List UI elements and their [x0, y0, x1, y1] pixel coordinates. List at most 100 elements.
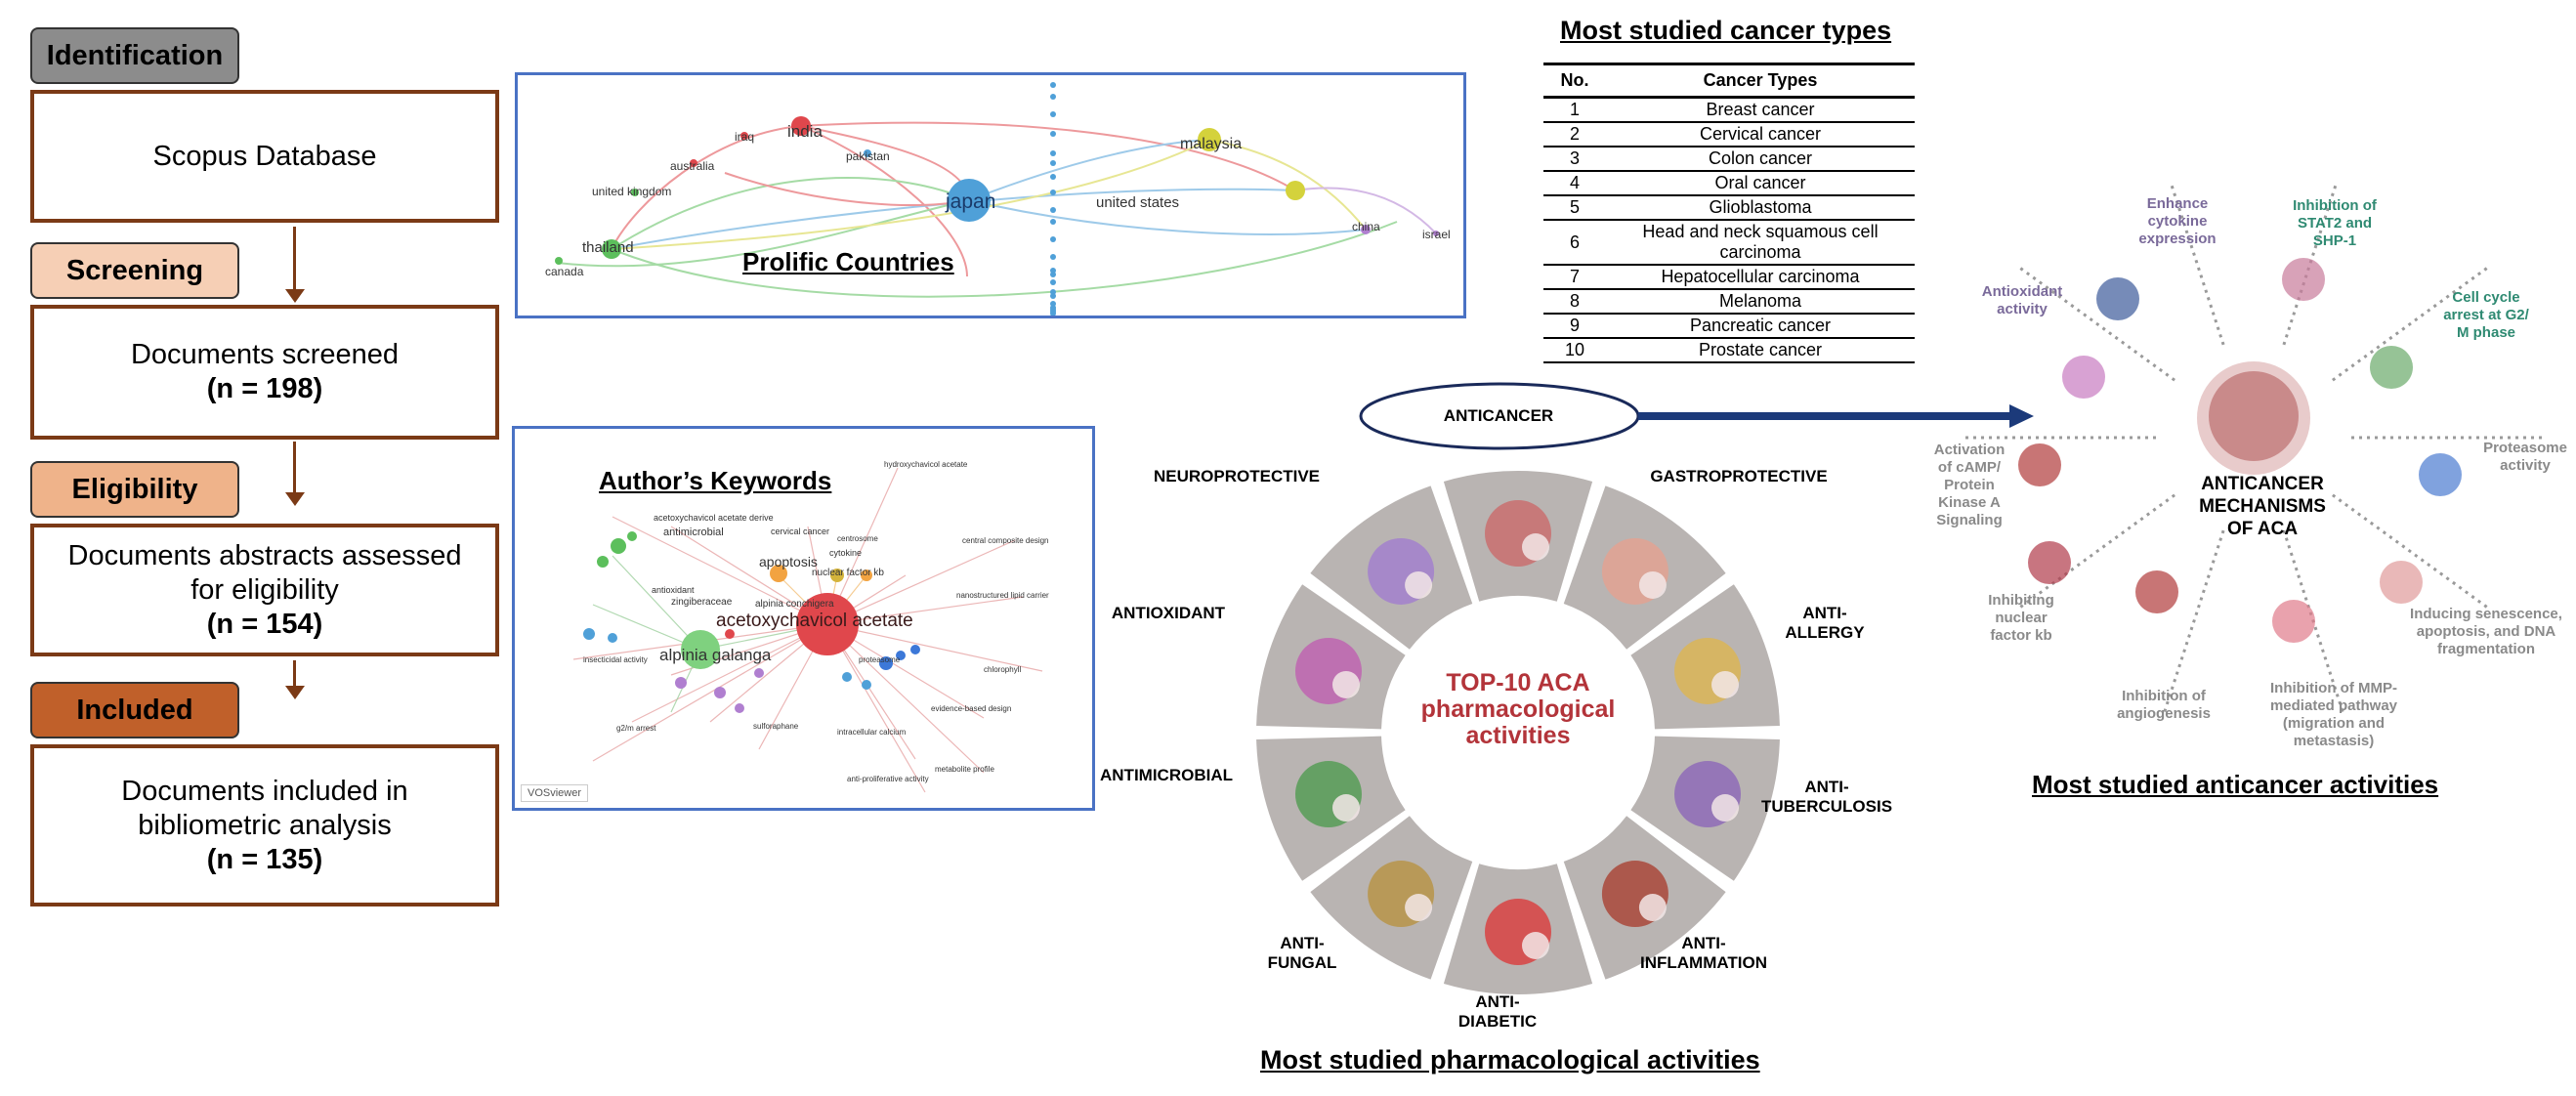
keyword-label: nuclear factor kb [812, 568, 884, 578]
prisma-box-text: Documents abstracts assessed [67, 539, 462, 571]
vosviewer-logo-text: VOSviewer [528, 787, 582, 799]
keyword-label: sulforaphane [753, 722, 799, 731]
mechanism-cytokine: Enhance cytokine expression [2138, 195, 2217, 247]
wheel-label-anti-inflammation: ANTI- INFLAMMATION [1640, 934, 1767, 972]
mechanism-icon [2380, 561, 2423, 604]
mechanism-divider [2282, 529, 2346, 717]
keyword-label: apoptosis [759, 554, 818, 569]
country-label: canada [545, 265, 584, 278]
wheel-illustration-icon [1405, 570, 1433, 599]
mechanism-icon [2062, 356, 2105, 399]
wheel-illustration-icon [1638, 570, 1667, 599]
wheel-title: Most studied pharmacological activities [1260, 1045, 1760, 1075]
mechanism-icon [2028, 541, 2071, 584]
prisma-box-text: bibliometric analysis [138, 809, 392, 841]
country-label: australia [670, 159, 715, 173]
country-label: israel [1422, 228, 1451, 241]
wheel-label-neuroprotective: NEUROPROTECTIVE [1153, 467, 1321, 485]
cancer-type: Colon cancer [1606, 147, 1915, 172]
prisma-box-text: Scopus Database [152, 140, 377, 172]
mechanism-divider [2015, 493, 2175, 611]
mechanism-divider [2282, 182, 2339, 346]
stage-identification: Identification [30, 27, 239, 84]
mechanisms-title: Most studied anticancer activities [2032, 770, 2439, 799]
keyword-label: anti-proliferative activity [847, 775, 929, 783]
wheel-label-antioxidant: ANTIOXIDANT [1111, 604, 1226, 622]
prisma-box-screening: Documents screened (n = 198) [30, 305, 499, 440]
cancer-no: 4 [1543, 171, 1606, 196]
wheel-label-anti-allergy: ANTI- ALLERGY [1785, 604, 1865, 642]
anticancer-pointer [1359, 382, 2034, 450]
country-label: united kingdom [592, 185, 672, 198]
mechanism-icon [2370, 346, 2413, 389]
keywords-network-panel: Author’s Keywords acetoxychavicol acetat… [512, 426, 1095, 811]
wheel-illustration-icon [1711, 794, 1740, 822]
stage-eligibility: Eligibility [30, 461, 239, 518]
countries-network-links [555, 82, 1439, 316]
mechanism-nfkb: Inhibiting nuclear factor kb [1988, 592, 2054, 644]
prisma-box-identification: Scopus Database [30, 90, 499, 223]
keyword-label: cytokine [829, 548, 863, 558]
prisma-box-count: (n = 135) [206, 843, 323, 875]
mechanism-divider [2015, 264, 2175, 382]
keyword-label: g2/m arrest [616, 724, 656, 733]
mechanism-stat2: Inhibition of STAT2 and SHP-1 [2293, 197, 2377, 249]
wheel-label-anti-diabetic: ANTI- DIABETIC [1457, 992, 1538, 1031]
mechanism-icon [2282, 258, 2325, 301]
mechanism-senescence: Inducing senescence, apoptosis, and DNA … [2410, 606, 2562, 657]
keyword-label: intracellular calcium [837, 728, 907, 737]
mechanism-divider [2332, 493, 2492, 611]
wheel-label-gastroprotective: GASTROPROTECTIVE [1650, 467, 1828, 485]
prisma-box-count: (n = 154) [206, 608, 323, 640]
flow-connector [293, 442, 296, 492]
flow-connector [293, 227, 296, 289]
country-label: pakistan [846, 149, 890, 163]
mechanism-icon [2135, 570, 2178, 613]
wheel-illustration-icon [1638, 894, 1667, 922]
mechanism-icon [2419, 453, 2462, 496]
cancer-type: Melanoma [1606, 289, 1915, 315]
prisma-box-eligibility: Documents abstracts assessed for eligibi… [30, 524, 499, 656]
cancer-type: Breast cancer [1606, 97, 1915, 123]
prisma-box-count: (n = 198) [206, 373, 323, 404]
mechanism-camp: Activation of cAMP/ Protein Kinase A Sig… [1933, 442, 2006, 528]
keyword-label: nanostructured lipid carrier [956, 591, 1049, 600]
mechanism-icon [2272, 600, 2315, 643]
keyword-label: central composite design [962, 536, 1049, 545]
keyword-label: alpinia conchigera [755, 599, 834, 610]
cancer-no: 3 [1543, 147, 1606, 172]
country-label: iraq [735, 130, 755, 144]
vosviewer-logo: VOSviewer [521, 784, 589, 802]
mechanisms-center-label: ANTICANCER MECHANISMS OF ACA [2199, 474, 2326, 539]
wheel-center-circle [1387, 602, 1649, 864]
cancer-type: Cervical cancer [1606, 122, 1915, 148]
flow-arrowhead [285, 289, 305, 303]
keyword-label: cervical cancer [771, 527, 830, 536]
wheel-illustration-icon [1522, 932, 1549, 959]
wheel-illustration-icon [1711, 670, 1740, 698]
mechanism-cell-cycle: Cell cycle arrest at G2/ M phase [2443, 289, 2529, 341]
mechanism-icon [2096, 277, 2139, 320]
keyword-label: evidence-based design [931, 704, 1012, 713]
cancer-no: 2 [1543, 122, 1606, 148]
country-label: united states [1096, 194, 1180, 211]
country-label: china [1352, 220, 1380, 233]
wheel-label-anticancer: ANTICANCER [1443, 406, 1554, 425]
keyword-label: chlorophyll [984, 665, 1022, 674]
keyword-label: antioxidant [652, 585, 695, 595]
flow-connector [293, 660, 296, 686]
mechanism-mmp: Inhibition of MMP- mediated pathway (mig… [2269, 680, 2398, 749]
country-label: malaysia [1180, 136, 1243, 152]
mechanism-divider [2161, 529, 2225, 717]
keyword-label: antimicrobial [663, 527, 724, 538]
cancer-no: 10 [1543, 338, 1606, 363]
wheel-illustration-icon [1331, 670, 1360, 698]
flow-arrowhead [285, 686, 305, 699]
keywords-network-links [572, 467, 1043, 793]
